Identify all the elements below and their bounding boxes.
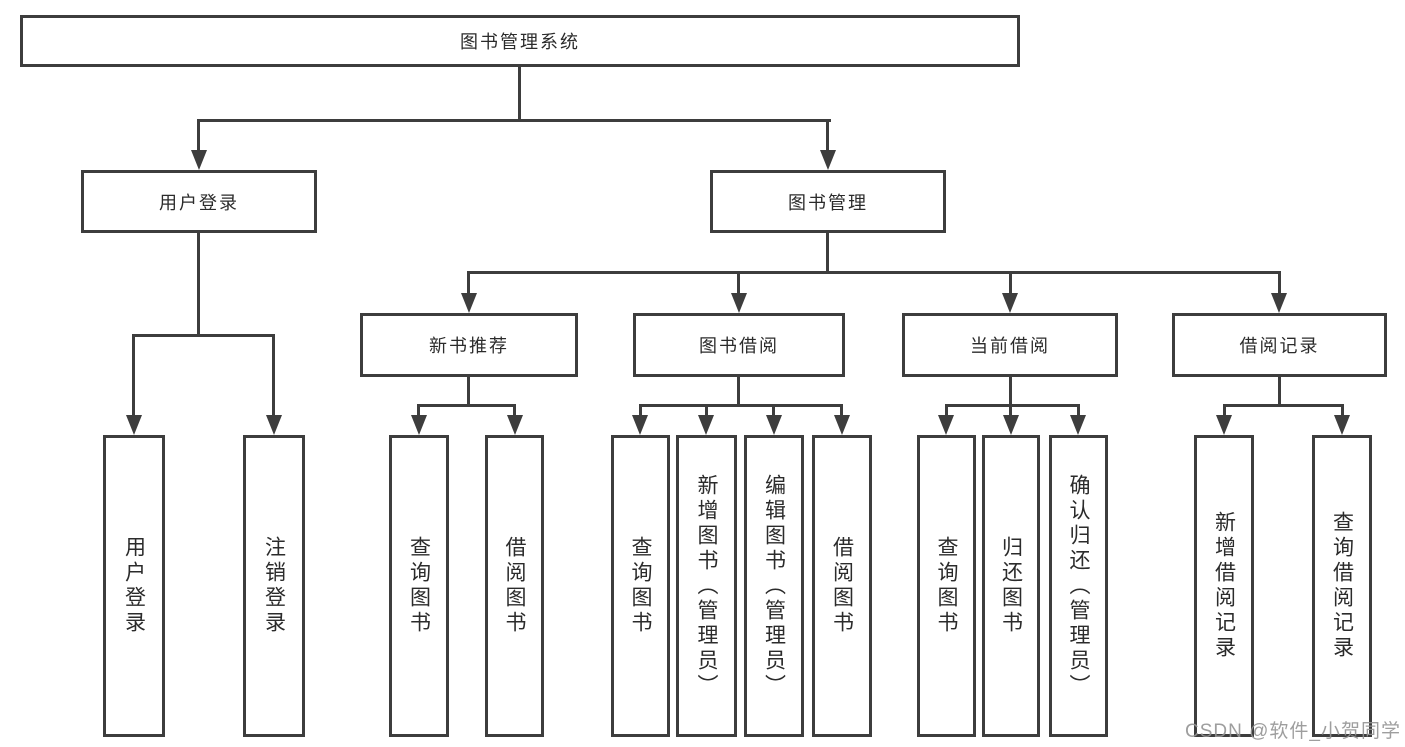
connector-drop — [467, 271, 470, 297]
leaf-user-login: 用户登录 — [103, 435, 165, 737]
arrow-down-icon — [266, 415, 282, 435]
arrow-down-icon — [938, 415, 954, 435]
leaf-recommend-borrow-books: 借阅图书 — [485, 435, 544, 737]
connector-bar — [417, 404, 516, 407]
connector-bar — [467, 271, 1281, 274]
connector-drop — [132, 334, 135, 417]
node-user-login: 用户登录 — [81, 170, 317, 233]
leaf-borrowing-query-books: 查询图书 — [611, 435, 670, 737]
connector-drop — [705, 404, 708, 417]
arrow-down-icon — [766, 415, 782, 435]
connector-bar — [639, 404, 843, 407]
leaf-recommend-query-books: 查询图书 — [389, 435, 449, 737]
node-book-borrowing: 图书借阅 — [633, 313, 845, 377]
connector-stem — [467, 377, 470, 407]
leaf-logout: 注销登录 — [243, 435, 305, 737]
arrow-down-icon — [126, 415, 142, 435]
connector-stem — [1009, 377, 1012, 407]
leaf-records-query-record: 查询借阅记录 — [1312, 435, 1372, 737]
connector-stem — [1278, 377, 1281, 407]
arrow-down-icon — [1271, 293, 1287, 313]
connector-drop — [840, 404, 843, 417]
node-library-system: 图书管理系统 — [20, 15, 1020, 67]
connector-drop — [272, 334, 275, 417]
connector-drop — [1009, 404, 1012, 417]
connector-bar — [945, 404, 1080, 407]
arrow-down-icon — [1003, 415, 1019, 435]
node-current-borrowing: 当前借阅 — [902, 313, 1118, 377]
leaf-records-add-record: 新增借阅记录 — [1194, 435, 1254, 737]
connector-drop — [1341, 404, 1344, 417]
leaf-borrowing-add-book-admin: 新增图书（管理员） — [676, 435, 737, 737]
arrow-down-icon — [507, 415, 523, 435]
connector-drop — [945, 404, 948, 417]
connector-drop — [1009, 271, 1012, 297]
connector-root-stem — [518, 66, 521, 121]
connector-stem — [826, 233, 829, 274]
arrow-down-icon — [1334, 415, 1350, 435]
node-new-book-recommendation: 新书推荐 — [360, 313, 578, 377]
connector-drop — [1278, 271, 1281, 297]
arrow-down-icon — [461, 293, 477, 313]
arrow-down-icon — [1070, 415, 1086, 435]
connector-bar — [1223, 404, 1344, 407]
connector-stem — [737, 377, 740, 407]
leaf-borrowing-edit-book-admin: 编辑图书（管理员） — [744, 435, 804, 737]
connector-drop — [197, 119, 200, 153]
connector-drop — [513, 404, 516, 417]
node-book-management: 图书管理 — [710, 170, 946, 233]
leaf-current-confirm-return-admin: 确认归还（管理员） — [1049, 435, 1108, 737]
arrow-down-icon — [834, 415, 850, 435]
connector-drop — [639, 404, 642, 417]
arrow-down-icon — [820, 150, 836, 170]
arrow-down-icon — [632, 415, 648, 435]
arrow-down-icon — [731, 293, 747, 313]
connector-drop — [1077, 404, 1080, 417]
arrow-down-icon — [698, 415, 714, 435]
connector-drop — [772, 404, 775, 417]
connector-drop — [826, 119, 829, 153]
arrow-down-icon — [191, 150, 207, 170]
leaf-current-return-books: 归还图书 — [982, 435, 1040, 737]
arrow-down-icon — [1216, 415, 1232, 435]
leaf-borrowing-borrow-books: 借阅图书 — [812, 435, 872, 737]
connector-drop — [737, 271, 740, 297]
connector-root-bar — [197, 119, 831, 122]
csdn-watermark: CSDN @软件_小贺同学 — [1185, 721, 1401, 742]
leaf-current-query-books: 查询图书 — [917, 435, 976, 737]
arrow-down-icon — [411, 415, 427, 435]
node-borrowing-records: 借阅记录 — [1172, 313, 1387, 377]
connector-bar — [132, 334, 275, 337]
arrow-down-icon — [1002, 293, 1018, 313]
connector-drop — [417, 404, 420, 417]
connector-drop — [1223, 404, 1226, 417]
connector-stem — [197, 233, 200, 337]
